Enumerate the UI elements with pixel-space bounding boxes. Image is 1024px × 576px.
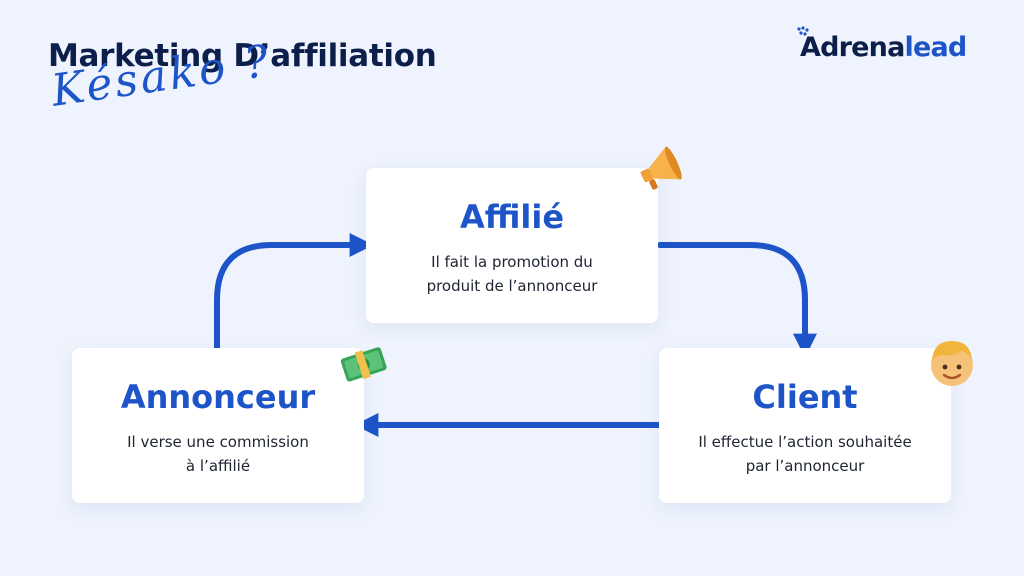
megaphone-icon [640,146,682,190]
arrow-annonceur-to-affilie [214,233,374,351]
node-annonceur-desc-line1: Il verse une commission [127,433,309,451]
node-annonceur-description: Il verse une commission à l’affilié [72,430,364,478]
node-client-description: Il effectue l’action souhaitée par l’ann… [659,430,951,478]
node-client-desc-line2: par l’annonceur [745,457,865,475]
node-client: Client Il effectue l’action souhaitée pa… [659,348,951,503]
brand-logo: Adrenalead [797,26,968,63]
node-affilie: Affilié Il fait la promotion du produit … [366,168,658,323]
node-annonceur: Annonceur Il verse une commission à l’af… [72,348,364,503]
page-title: Marketing D’affiliation [48,38,437,74]
arrow-affilie-to-client [657,242,817,358]
logo-text-primary: Adrena [800,32,905,63]
logo-dots-icon [797,26,809,36]
node-affilie-desc-line2: produit de l’annonceur [426,277,598,295]
money-icon: $ [340,347,387,382]
node-annonceur-heading: Annonceur [120,378,316,416]
node-affilie-description: Il fait la promotion du produit de l’ann… [366,250,658,298]
logo-text-accent: lead [904,32,968,63]
person-face-icon [931,341,973,386]
node-annonceur-desc-line2: à l’affilié [185,457,251,475]
node-affilie-desc-line1: Il fait la promotion du [431,253,593,271]
node-client-heading: Client [752,378,858,416]
node-affilie-heading: Affilié [459,198,565,236]
node-client-desc-line1: Il effectue l’action souhaitée [698,433,912,451]
